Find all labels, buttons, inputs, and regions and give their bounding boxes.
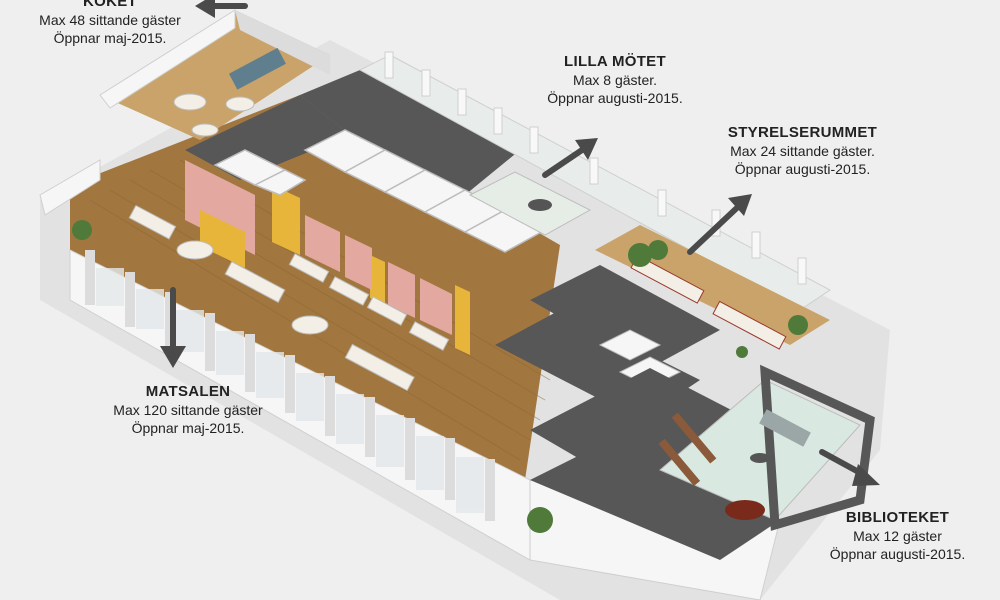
- library-opening: Öppnar augusti-2015.: [829, 546, 966, 562]
- lower-right-block: [530, 368, 770, 500]
- kitchen-back-wall: [99, 9, 236, 109]
- dining-hall-opening: Öppnar maj-2015.: [131, 420, 245, 436]
- kitchen-arrow: [195, 0, 248, 18]
- kitchen-label: KÖKET Max 48 sittande gäster Öppnar maj-…: [10, 0, 210, 47]
- small-meeting-label: LILLA MÖTET Max 8 gäster. Öppnar augusti…: [515, 52, 715, 107]
- kitchen-name: KÖKET: [83, 0, 137, 10]
- front-facade: [69, 249, 531, 561]
- board-room-capacity: Max 24 sittande gäster.: [730, 143, 875, 159]
- left-outer-wall: [39, 159, 101, 216]
- board-room-name: STYRELSERUMMET: [727, 124, 878, 141]
- dining-hall-label: MATSALEN Max 120 sittande gäster Öppnar …: [88, 382, 288, 437]
- yellow-partition-3: [370, 255, 385, 305]
- yellow-partition-1: [200, 210, 245, 268]
- small-meeting-table: [528, 199, 552, 211]
- small-meeting-opening: Öppnar augusti-2015.: [547, 90, 683, 106]
- kitchen-table-1: [173, 93, 207, 111]
- library-outer-wall: [760, 364, 875, 531]
- board-room-arrow: [687, 194, 752, 255]
- booth-wall-3: [388, 262, 415, 318]
- small-meeting-arrow: [542, 138, 598, 178]
- yellow-partition-2: [272, 185, 300, 255]
- dining-tables: [128, 204, 450, 392]
- corridor-pillars: [384, 51, 807, 285]
- booth-wall-1: [305, 215, 340, 272]
- board-table-2: [712, 300, 787, 350]
- dining-hall-arrow: [160, 287, 186, 368]
- small-meeting-capacity: Max 8 gäster.: [572, 72, 658, 88]
- library-capacity: Max 12 gäster: [853, 528, 942, 544]
- library-arrow: [819, 449, 880, 486]
- library-round-table: [725, 500, 765, 520]
- booth-wall-4: [420, 278, 452, 335]
- kitchen-capacity: Max 48 sittande gäster: [39, 12, 181, 28]
- central-roof-block: [300, 70, 520, 195]
- library-coffee-table: [750, 453, 770, 463]
- kitchen-counter: [228, 47, 286, 90]
- arrows: [160, 0, 880, 486]
- library-sofa: [759, 409, 811, 447]
- dining-hall-capacity: Max 120 sittande gäster: [113, 402, 263, 418]
- library-bookshelves: [658, 412, 717, 487]
- kitchen-table-2: [225, 96, 255, 112]
- kitchen-side-wall: [235, 10, 330, 75]
- kitchen-table-3: [191, 123, 219, 137]
- plants: [72, 220, 808, 533]
- booth-wall-2: [345, 235, 372, 290]
- lower-left-roof: [530, 445, 780, 560]
- kitchen-opening: Öppnar maj-2015.: [53, 30, 167, 46]
- board-room-label: STYRELSERUMMET Max 24 sittande gäster. Ö…: [695, 123, 910, 178]
- dining-hall-name: MATSALEN: [145, 383, 231, 400]
- yellow-partition-4: [455, 285, 470, 355]
- library-label: BIBLIOTEKET Max 12 gäster Öppnar augusti…: [800, 508, 995, 563]
- service-roof-top: [530, 265, 720, 368]
- small-meeting-name: LILLA MÖTET: [564, 53, 666, 70]
- library-name: BIBLIOTEKET: [845, 509, 950, 526]
- board-room-opening: Öppnar augusti-2015.: [734, 161, 871, 177]
